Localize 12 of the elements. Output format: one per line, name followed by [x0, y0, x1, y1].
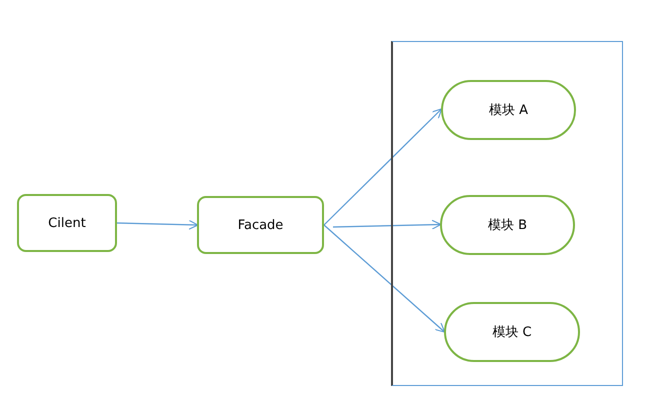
- box-label: 模块 A: [488, 102, 528, 118]
- arrow: [116, 220, 198, 230]
- box-label: Cilent: [48, 216, 86, 230]
- box-label: Facade: [238, 218, 284, 232]
- box-label: 模块 B: [488, 216, 528, 234]
- container-box: [391, 41, 623, 386]
- process-box: [17, 194, 117, 252]
- box-label: 模块 C: [492, 324, 532, 340]
- arrow: [324, 224, 446, 333]
- arrow: [332, 220, 442, 230]
- arrow: [324, 108, 442, 226]
- process-box: [197, 196, 324, 254]
